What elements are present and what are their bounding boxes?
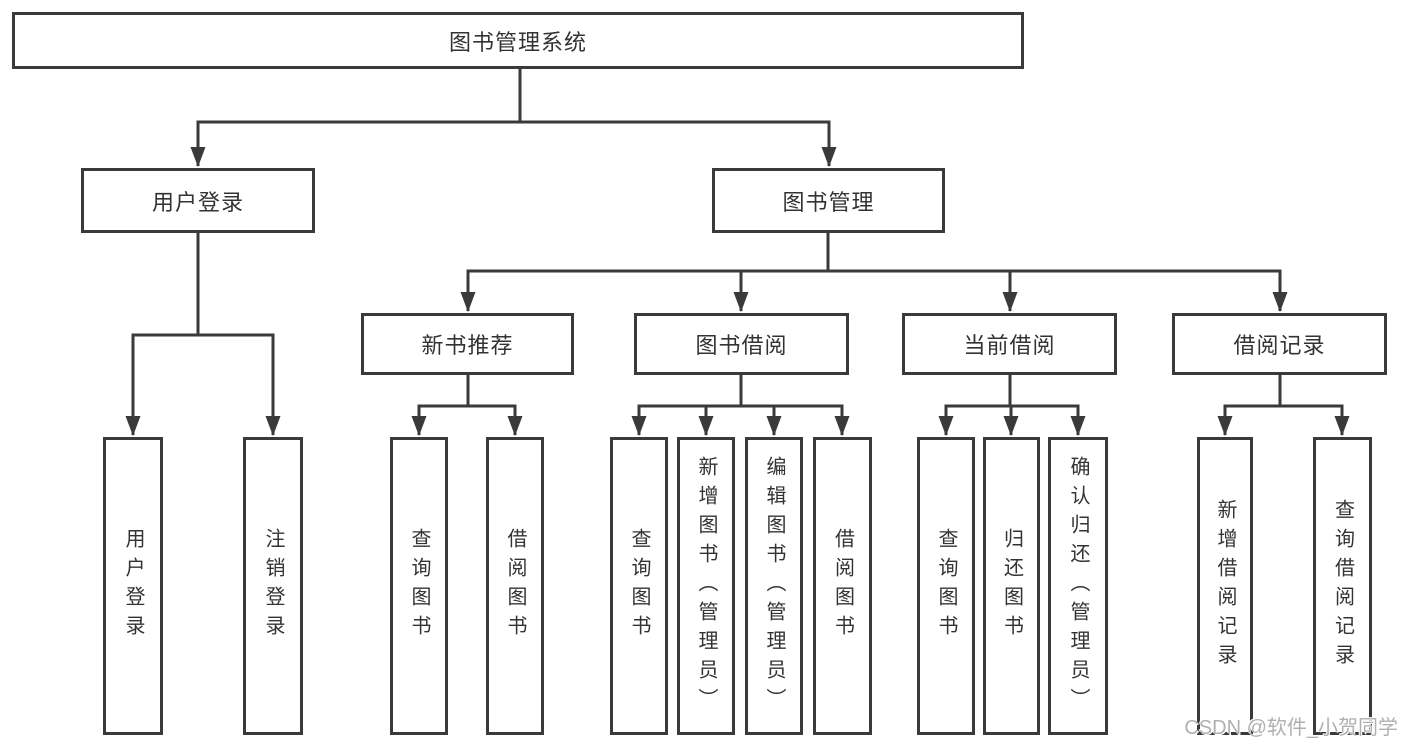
leaf-add-borrow-record: 新增借阅记录	[1197, 437, 1253, 735]
leaf-edit-books-admin: 编辑图书（管理员）	[745, 437, 803, 735]
node-book-borrowing: 图书借阅	[634, 313, 849, 375]
node-new-book-recommendation: 新书推荐	[361, 313, 574, 375]
leaf-borrow-books-recommend: 借阅图书	[486, 437, 544, 735]
connector-book-management	[460, 233, 1288, 312]
node-borrowing-records: 借阅记录	[1172, 313, 1387, 375]
leaf-logout-login: 注销登录	[243, 437, 303, 735]
connector-borrowing-records	[1217, 375, 1350, 436]
connector-user-login	[125, 233, 281, 436]
connector-root	[190, 69, 837, 167]
connector-new-book-recommendation	[411, 375, 523, 436]
leaf-query-books-current: 查询图书	[917, 437, 975, 735]
leaf-confirm-return-admin: 确认归还（管理员）	[1048, 437, 1108, 735]
node-book-management: 图书管理	[712, 168, 945, 233]
leaf-add-books-admin: 新增图书（管理员）	[677, 437, 735, 735]
connector-book-borrowing	[631, 375, 850, 436]
leaf-query-books-borrowing: 查询图书	[610, 437, 668, 735]
leaf-query-borrow-record: 查询借阅记录	[1313, 437, 1372, 735]
connector-current-borrowing	[938, 375, 1086, 436]
watermark: CSDN @软件_小贺同学	[1184, 717, 1398, 739]
node-library-management-system: 图书管理系统	[12, 12, 1024, 69]
node-user-login: 用户登录	[81, 168, 315, 233]
leaf-return-books: 归还图书	[983, 437, 1040, 735]
leaf-query-books-recommend: 查询图书	[390, 437, 448, 735]
leaf-borrow-books-borrowing: 借阅图书	[813, 437, 872, 735]
leaf-user-login: 用户登录	[103, 437, 163, 735]
node-current-borrowing: 当前借阅	[902, 313, 1117, 375]
